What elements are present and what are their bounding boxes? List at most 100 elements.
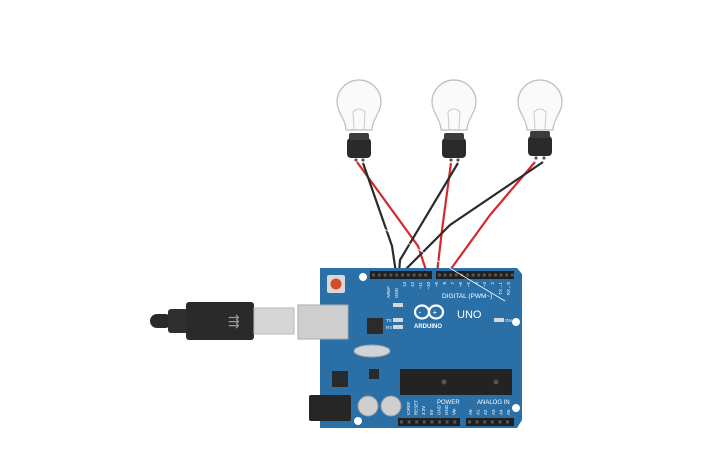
pin-label: GND [444,404,449,415]
header-pin[interactable] [372,273,375,277]
bulb-terminal-black [361,158,365,162]
wire-bulb1-black[interactable] [361,162,398,274]
mounting-hole [512,404,520,412]
header-pin[interactable] [471,273,475,277]
wire-bulb3-red[interactable] [447,161,536,274]
header-pin[interactable] [488,273,492,277]
header-pin[interactable] [466,273,469,277]
header-pin[interactable] [415,420,419,424]
header-pin[interactable] [407,420,411,424]
usb-cable-collar [168,309,188,333]
pin-label: A2 [483,409,488,415]
power-header [398,418,460,426]
wires [356,161,544,274]
digital-header-right [436,271,514,279]
header-pin[interactable] [401,273,404,277]
header-pin[interactable] [468,420,471,424]
header-pin[interactable] [490,420,494,424]
arduino-uno-board[interactable]: DIGITAL (PWM~) POWER ANALOG IN TX RX ON … [0,0,522,428]
header-pin[interactable] [438,420,441,424]
bulb-socket [442,138,466,158]
svg-text:-: - [419,308,422,317]
wire-bulb2-black[interactable] [397,162,459,274]
bulb-socket [347,138,371,158]
usb-cable[interactable]: ⇶ [150,302,295,340]
atmega-chip [400,369,512,395]
header-pin[interactable] [453,420,457,424]
digital-header-label: DIGITAL (PWM~) [442,293,492,300]
pin-label: A3 [491,409,496,415]
reset-button-cap [330,278,342,290]
header-pin[interactable] [443,273,447,277]
header-pin[interactable] [477,273,481,277]
header-pin[interactable] [406,273,410,277]
analog-header [466,418,514,426]
pin-label: 12 [410,282,415,288]
pin-label: ~11 [418,282,423,290]
header-pin[interactable] [412,273,416,277]
header-pin[interactable] [505,273,509,277]
bulb-filament [352,108,366,131]
rx-led [393,325,403,329]
pin-label: ~10 [426,282,431,290]
wire-bulb2-red[interactable] [435,162,453,274]
pin-label: 5V [429,409,434,415]
chip-dot [441,379,447,385]
usb-plug-metal [253,307,295,335]
digital-header-underline [0,0,506,302]
header-pin[interactable] [449,273,453,277]
capacitor [357,395,379,417]
pin-label: IOREF [406,401,411,415]
header-pin[interactable] [445,420,449,424]
header-pin[interactable] [506,420,509,424]
header-pin[interactable] [499,273,503,277]
header-pin[interactable] [383,273,387,277]
chip-dot [493,379,499,385]
voltage-regulator [332,371,348,387]
header-pin[interactable] [389,273,393,277]
header-pin[interactable] [510,273,514,277]
bulb-neck [349,133,369,140]
pin-label: 4 [474,282,479,285]
pin-label: A4 [498,409,503,415]
bulb-glass [431,79,477,131]
dc-barrel-jack [309,395,351,421]
bulb-terminal-red [354,158,358,162]
bulb-2[interactable] [431,79,477,162]
bulb-terminal-black [456,158,460,162]
bulb-1[interactable] [336,79,382,162]
header-pin[interactable] [395,273,399,277]
capacitor [380,395,402,417]
header-pin[interactable] [400,420,403,424]
header-pin[interactable] [377,273,381,277]
pin-label: A1 [476,409,481,415]
bulb-3[interactable] [517,79,563,160]
model-label: UNO [457,309,482,321]
header-pin[interactable] [454,273,458,277]
header-pin[interactable] [475,420,479,424]
on-led [494,318,504,322]
wire-bulb3-black[interactable] [401,161,544,274]
header-pin[interactable] [422,420,426,424]
small-ic [369,369,379,379]
header-pin[interactable] [430,420,434,424]
brand-label: ARDUINO [414,324,442,330]
wire-bulb1-red[interactable] [356,161,429,274]
pin-label: ~6 [458,282,463,288]
header-pin[interactable] [438,273,441,277]
svg-text:+: + [433,308,438,317]
pin-label: ~9 [434,282,439,288]
header-pin[interactable] [483,420,487,424]
header-pin[interactable] [498,420,502,424]
header-pin[interactable] [482,273,486,277]
header-pin[interactable] [424,273,428,277]
header-pin[interactable] [494,273,497,277]
tx-led [393,318,403,322]
arduino-logo: - + [413,304,445,320]
mounting-hole [359,273,367,281]
pin-label: TX→1 [498,282,503,295]
header-pin[interactable] [418,273,422,277]
header-holes [372,273,514,424]
